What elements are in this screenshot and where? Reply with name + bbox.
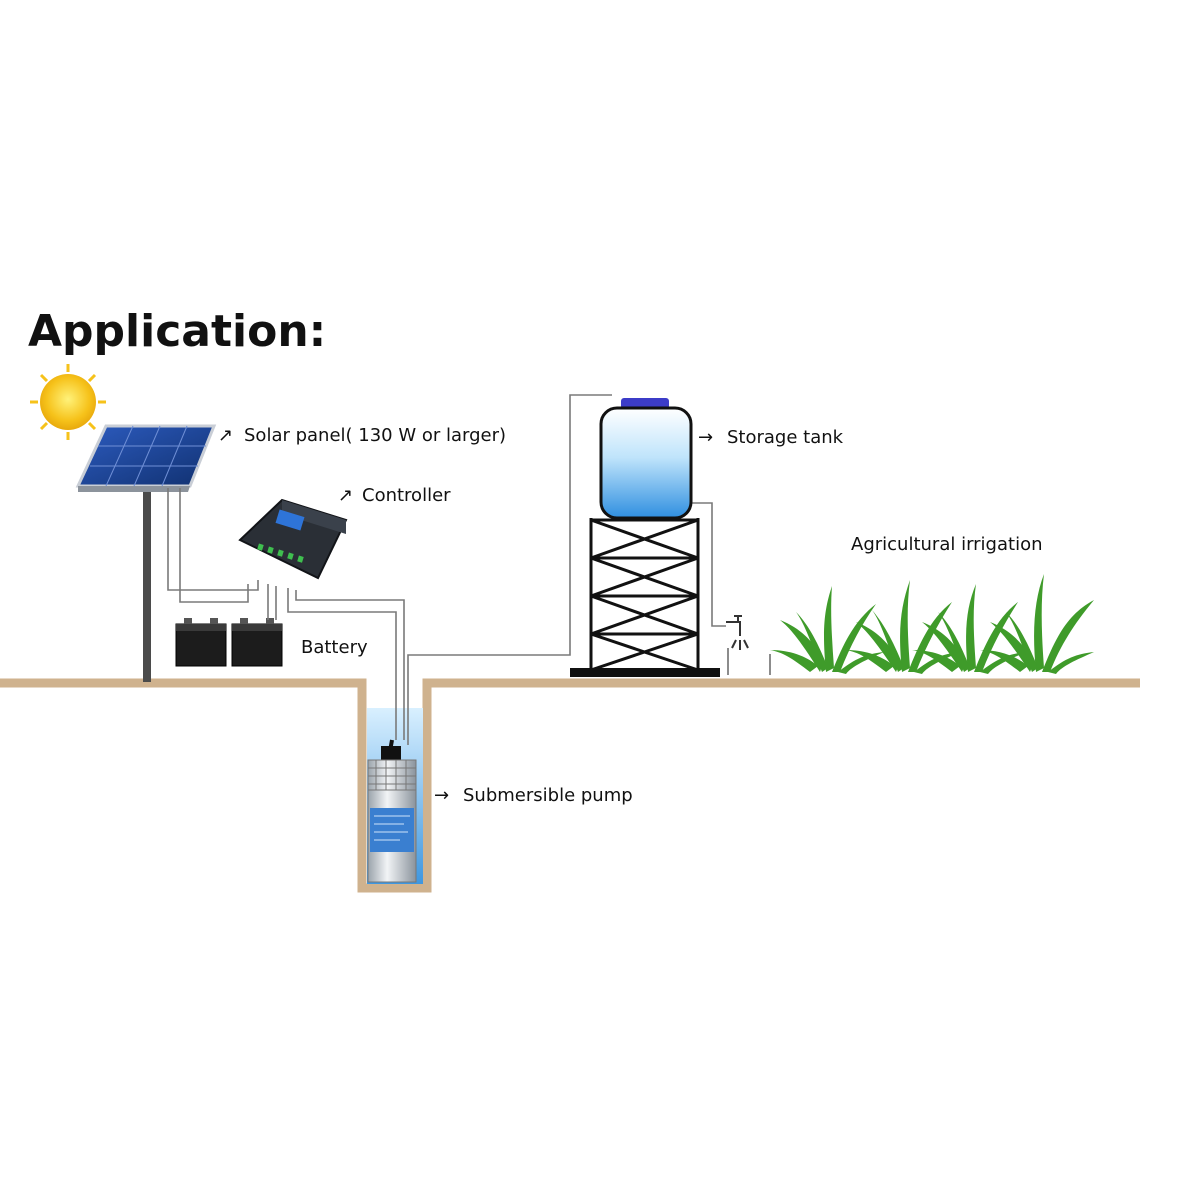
crop-plants bbox=[770, 574, 1094, 674]
controller-device bbox=[238, 498, 348, 580]
panel-pole bbox=[143, 482, 151, 682]
plant-2 bbox=[846, 580, 960, 674]
storage-tank bbox=[599, 398, 693, 520]
arrow-submersible-pump: → bbox=[434, 785, 449, 806]
plant-1 bbox=[770, 586, 884, 674]
page-title: Application: bbox=[28, 306, 326, 357]
arrow-solar-panel: ↗ bbox=[218, 425, 233, 446]
label-storage-tank: Storage tank bbox=[727, 427, 844, 448]
wiring bbox=[167, 394, 726, 745]
label-submersible-pump: Submersible pump bbox=[463, 785, 633, 806]
label-agricultural-irrigation: Agricultural irrigation bbox=[851, 534, 1043, 555]
arrow-controller: ↗ bbox=[338, 485, 353, 506]
label-solar-panel: Solar panel( 130 W or larger) bbox=[244, 425, 506, 446]
arrow-storage-tank: → bbox=[698, 427, 713, 448]
label-controller: Controller bbox=[362, 485, 451, 506]
tower-base bbox=[570, 668, 720, 677]
plant-4 bbox=[980, 574, 1094, 674]
label-battery: Battery bbox=[301, 637, 368, 658]
solar-panel bbox=[75, 424, 217, 492]
ground-line bbox=[0, 678, 1140, 893]
sun-icon bbox=[30, 364, 106, 440]
submersible-pump bbox=[367, 739, 417, 883]
plant-3 bbox=[912, 584, 1026, 674]
tap-icon bbox=[726, 615, 749, 650]
tank-tower bbox=[589, 518, 700, 672]
battery-pack bbox=[175, 618, 283, 667]
